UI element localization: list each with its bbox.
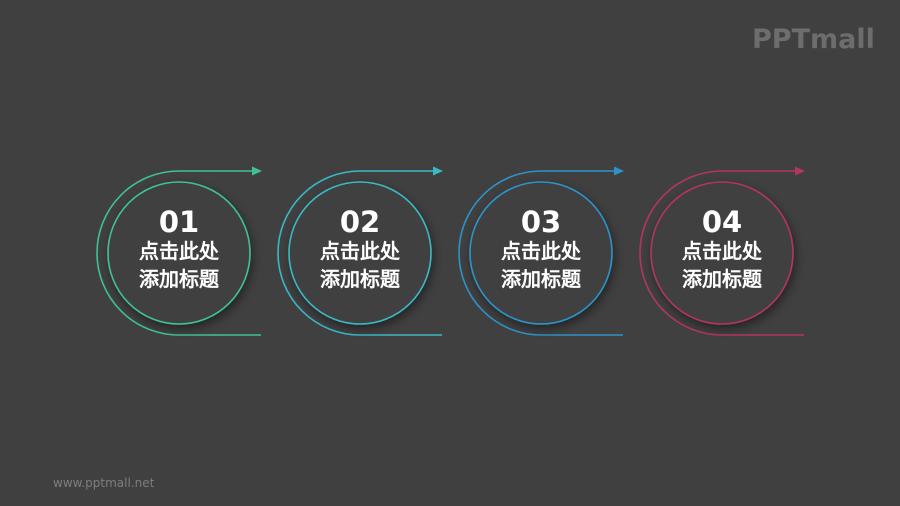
step-title-line1[interactable]: 点击此处 (501, 239, 581, 263)
step-1 (96, 166, 262, 336)
arrow-right-icon (614, 166, 624, 176)
step-title-line2[interactable]: 添加标题 (320, 267, 400, 291)
brand-logo: PPTmall (752, 24, 875, 55)
arrow-right-icon (795, 166, 805, 176)
step-number: 04 (701, 205, 743, 239)
footer-url: www.pptmall.net (53, 476, 155, 490)
outer-arc (639, 170, 804, 336)
step-4 (639, 166, 805, 336)
step-title-line2[interactable]: 添加标题 (501, 267, 581, 291)
step-2 (277, 166, 443, 336)
outer-arc (458, 170, 623, 336)
inner-circle (650, 181, 794, 325)
inner-circle (469, 181, 613, 325)
step-title-line1[interactable]: 点击此处 (320, 239, 400, 263)
step-3 (458, 166, 624, 336)
inner-circle (288, 181, 432, 325)
step-number: 01 (158, 205, 200, 239)
step-title-line1[interactable]: 点击此处 (139, 239, 219, 263)
outer-arc (277, 170, 442, 336)
arrow-right-icon (252, 166, 262, 176)
step-title-line2[interactable]: 添加标题 (139, 267, 219, 291)
step-number: 02 (339, 205, 381, 239)
outer-arc (96, 170, 261, 336)
inner-circle (107, 181, 251, 325)
step-title-line1[interactable]: 点击此处 (682, 239, 762, 263)
step-number: 03 (520, 205, 562, 239)
step-title-line2[interactable]: 添加标题 (682, 267, 762, 291)
arrow-right-icon (433, 166, 443, 176)
